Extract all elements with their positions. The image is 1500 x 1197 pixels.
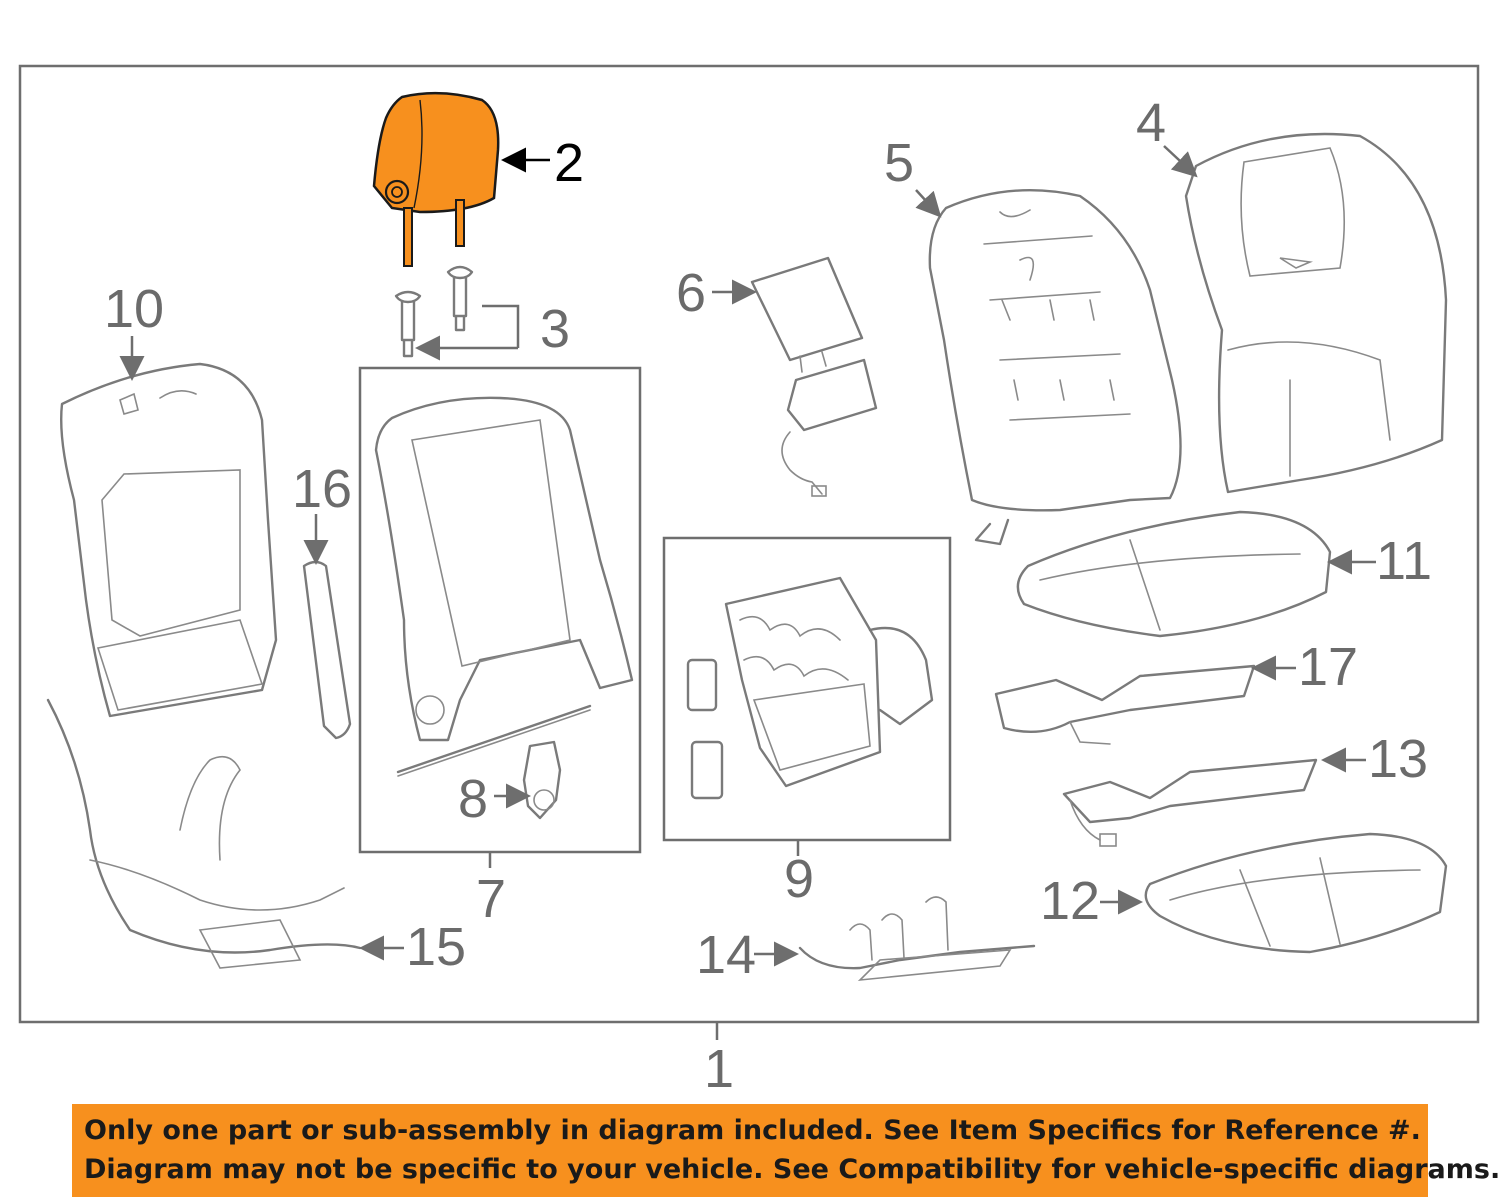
callout-3-leader — [482, 304, 520, 348]
callout-8: 8 — [458, 769, 489, 829]
wire-harness — [46, 698, 362, 969]
heater-pad — [750, 256, 878, 497]
callout-2: 2 — [554, 133, 585, 193]
sensor-mat-upper — [994, 664, 1256, 745]
disclaimer-line-1: Only one part or sub-assembly in diagram… — [84, 1115, 1421, 1146]
callout-4: 4 — [1136, 93, 1167, 153]
callout-1: 1 — [704, 1039, 735, 1099]
side-trim — [302, 560, 352, 740]
callout-4-arrow — [1163, 145, 1198, 178]
diagram-frame — [18, 64, 1480, 1024]
seatback-frame — [374, 396, 634, 777]
seatback-pad — [928, 189, 1182, 546]
callout-7-box — [358, 366, 642, 854]
heater-mat-lower — [1062, 758, 1318, 847]
callout-7: 7 — [476, 869, 507, 929]
callout-17: 17 — [1298, 637, 1359, 697]
callout-5-arrow — [915, 189, 942, 218]
callout-15: 15 — [406, 917, 467, 977]
callout-14: 14 — [696, 925, 757, 985]
seatback-panel — [60, 362, 278, 718]
headrest-guides — [394, 265, 474, 358]
callout-16: 16 — [292, 459, 353, 519]
callout-10: 10 — [104, 279, 165, 339]
disclaimer-line-2: Diagram may not be specific to your vehi… — [84, 1154, 1500, 1185]
cushion-harness — [798, 896, 1036, 982]
callout-5: 5 — [884, 133, 915, 193]
headrest-part[interactable] — [372, 91, 500, 267]
callout-9-box — [662, 536, 952, 842]
callout-3: 3 — [540, 299, 571, 359]
disclaimer-banner: Only one part or sub-assembly in diagram… — [72, 1104, 1500, 1197]
callout-9: 9 — [784, 849, 815, 909]
callout-12: 12 — [1040, 871, 1101, 931]
cushion-pad — [1144, 832, 1448, 954]
recliner-motor — [522, 740, 562, 820]
cushion-cover — [1016, 510, 1332, 638]
callout-11: 11 — [1376, 531, 1433, 591]
seatback-cover — [1184, 132, 1448, 494]
callout-13: 13 — [1368, 729, 1429, 789]
callout-6: 6 — [676, 263, 707, 323]
lumbar-assembly — [686, 576, 934, 800]
